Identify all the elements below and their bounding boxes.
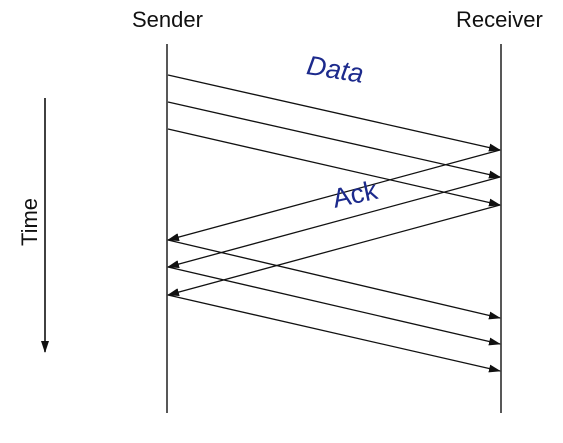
message-arrows [167,74,501,373]
sender-label: Sender [132,7,203,32]
data-message-arrow [167,239,501,320]
ack-message-arrow [167,176,501,268]
time-axis-label: Time [17,197,42,247]
receiver-label: Receiver [456,7,543,32]
data-message-arrow [167,266,501,346]
ack-message-arrow [167,149,501,241]
data-message-arrow [167,74,501,152]
ack-message-arrow [167,204,501,296]
data-message-arrow [167,101,501,179]
data-message-arrow [167,294,501,373]
